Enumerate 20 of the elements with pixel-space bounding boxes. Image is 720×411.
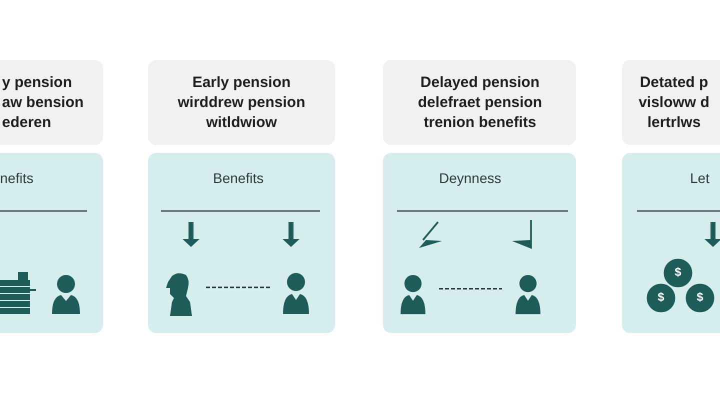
panel-title: Deynness [439,170,502,186]
panel-card [0,153,103,333]
heading-text: Early pension wirddrew pension witldwiow [176,72,306,132]
heading-text: y pension aw bension ederen [2,72,85,132]
dashed-connector [206,286,270,288]
panel-title: Let [690,170,710,186]
dashed-connector [439,288,502,290]
dollar-sign: $ [656,290,666,304]
panel-title: nefits [0,170,34,186]
person-icon [282,272,310,316]
person-icon [514,274,542,316]
dollar-sign: $ [674,265,682,279]
panel-card [383,153,576,333]
panel-title: Benefits [213,170,264,186]
worker-icon [166,272,194,316]
panel-card [148,153,335,333]
heading-text: Detated p visloww d lertrlws [638,72,710,132]
person-icon [399,274,427,316]
dollar-sign: $ [696,290,704,304]
heading-text: Delayed pension delefraet pension trenion benefits [416,72,544,132]
